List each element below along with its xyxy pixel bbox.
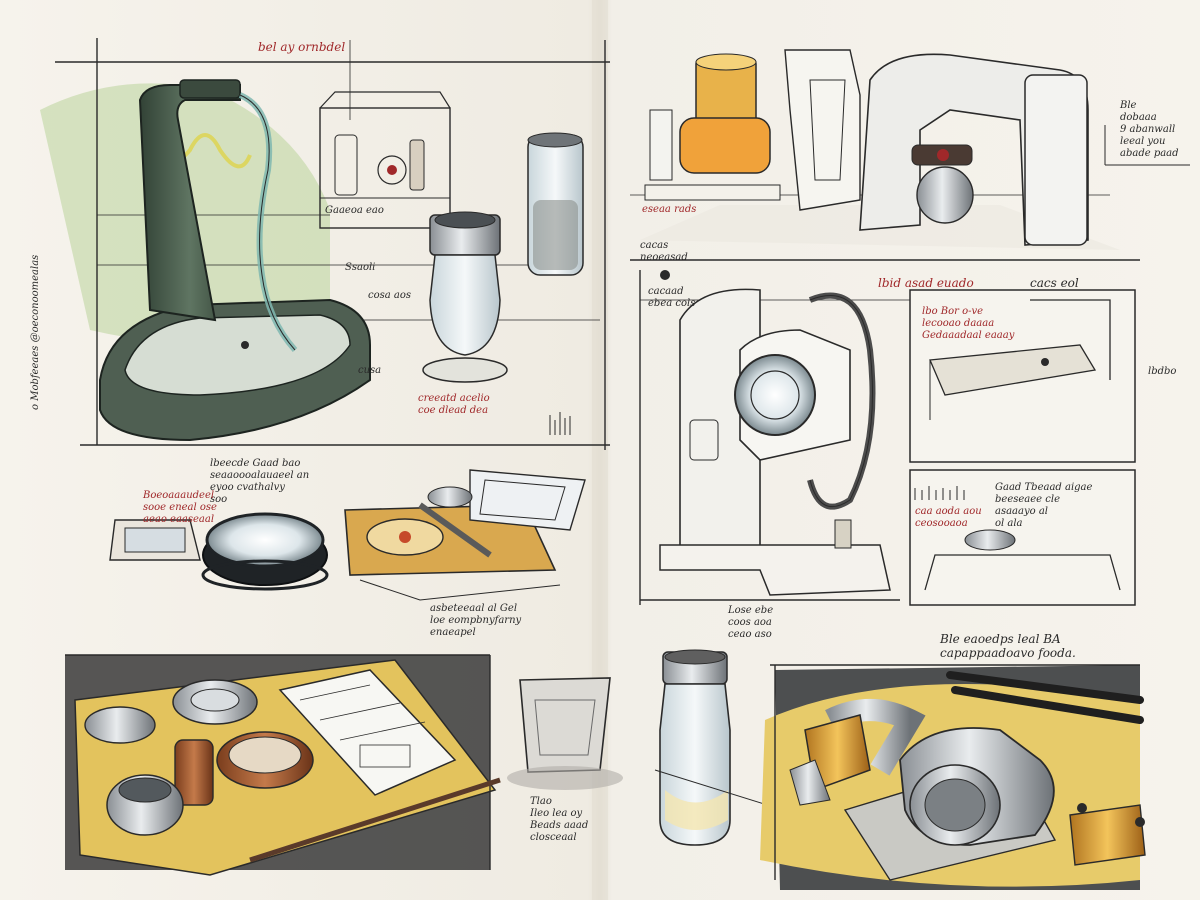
mid-right-code: cacs eol bbox=[1030, 276, 1079, 290]
tr-label: cacas neoeasad bbox=[640, 240, 688, 263]
panel-bottom-center bbox=[507, 649, 791, 846]
panel-middle-left bbox=[109, 469, 586, 601]
tr-red-label: eseaa rads bbox=[642, 204, 697, 215]
tr-side-note: Ble dobaaa 9 abanwall leeal you abade pa… bbox=[1120, 100, 1179, 159]
panel-top-left bbox=[40, 38, 610, 450]
tl-red-note: creeatd acelio coe dlead dea bbox=[418, 393, 490, 416]
tl-label-1: Gaaeoa eao bbox=[325, 205, 384, 216]
center-label: asbeteeaal al Gel loe eompbnyfarny enaea… bbox=[430, 603, 522, 638]
panel-middle-right bbox=[639, 270, 1136, 606]
mid-right-red-note: lbo Bor o-ve lecooao daaaa Gedaaadaal ea… bbox=[922, 306, 1015, 341]
panel-top-right bbox=[630, 49, 1190, 261]
mid-right-red-note-2: caa aoda aou ceosooaoa bbox=[915, 506, 982, 529]
mid-right-small: cacaad ebea cols bbox=[648, 286, 696, 309]
left-vertical-note: o Mobfeeaes @oeconoomealas bbox=[30, 254, 41, 410]
tl-label-3: cosa aos bbox=[368, 290, 412, 301]
mid-left-red-note: Boeoaaaudeel sooe eneal ose aeao eaaseaa… bbox=[143, 490, 217, 525]
top-left-title: bel ay ornbdel bbox=[258, 40, 346, 54]
mid-right-title: lbid asad euado bbox=[878, 276, 974, 290]
mid-right-side: lbdbo bbox=[1148, 366, 1177, 377]
tl-label-4: cusa bbox=[358, 365, 382, 376]
page-spine bbox=[592, 0, 608, 900]
bottom-center-label: Tlao Ileo lea oy Beads aaad closceaal bbox=[530, 796, 589, 843]
mid-left-heading: lbeecde Gaad bao seaaoooalauaeel an eyoo… bbox=[210, 458, 310, 505]
bottom-right-heading: Ble eaoedps leal BA capappaadoavo fooda. bbox=[940, 632, 1076, 660]
center-right-label: Lose ebe coos aoa ceao aso bbox=[728, 605, 774, 640]
panel-bottom-left bbox=[65, 654, 501, 876]
tl-label-2: Ssaoli bbox=[345, 262, 376, 273]
mid-right-label: Gaad Tbeaad aigae beeseaee cle asaaayo a… bbox=[995, 482, 1093, 529]
panel-bottom-right bbox=[760, 664, 1146, 890]
